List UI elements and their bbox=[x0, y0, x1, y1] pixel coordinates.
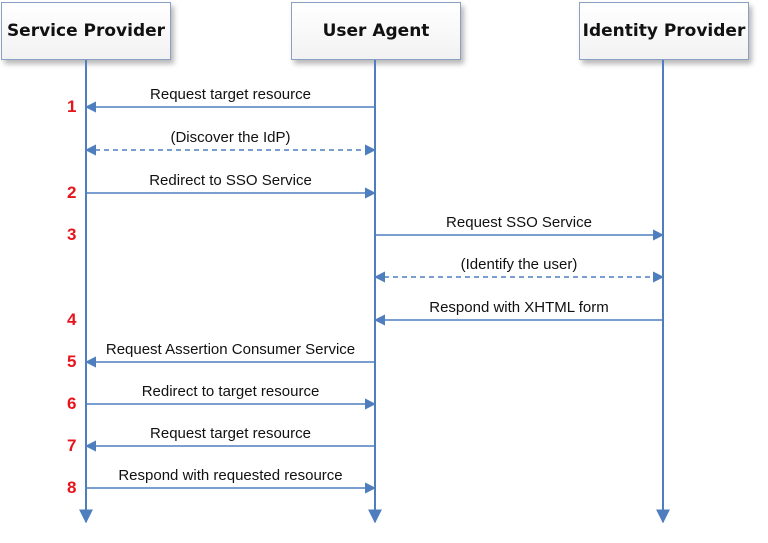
message-label: Respond with requested resource bbox=[118, 467, 343, 484]
message-label: Redirect to SSO Service bbox=[149, 172, 312, 189]
message-label: Request Assertion Consumer Service bbox=[105, 341, 356, 358]
step-number: 5 bbox=[67, 352, 77, 371]
step-number: 2 bbox=[67, 183, 77, 202]
step-number: 4 bbox=[67, 310, 77, 329]
message-label: Request SSO Service bbox=[446, 214, 592, 231]
step-number: 3 bbox=[67, 225, 77, 244]
actor-user-agent: User Agent bbox=[291, 2, 461, 60]
step-number: 1 bbox=[67, 97, 77, 116]
message-label: Request target resource bbox=[150, 425, 311, 442]
message-label: Request target resource bbox=[150, 86, 311, 103]
actor-identity-provider: Identity Provider bbox=[579, 2, 749, 60]
actor-service-provider: Service Provider bbox=[1, 2, 171, 60]
message-label: Respond with XHTML form bbox=[429, 299, 609, 316]
step-number: 6 bbox=[67, 394, 77, 413]
message-label: (Discover the IdP) bbox=[170, 129, 291, 146]
step-number: 7 bbox=[67, 436, 77, 455]
step-number: 8 bbox=[67, 478, 77, 497]
message-label: (Identify the user) bbox=[460, 256, 578, 273]
message-label: Redirect to target resource bbox=[141, 383, 320, 400]
